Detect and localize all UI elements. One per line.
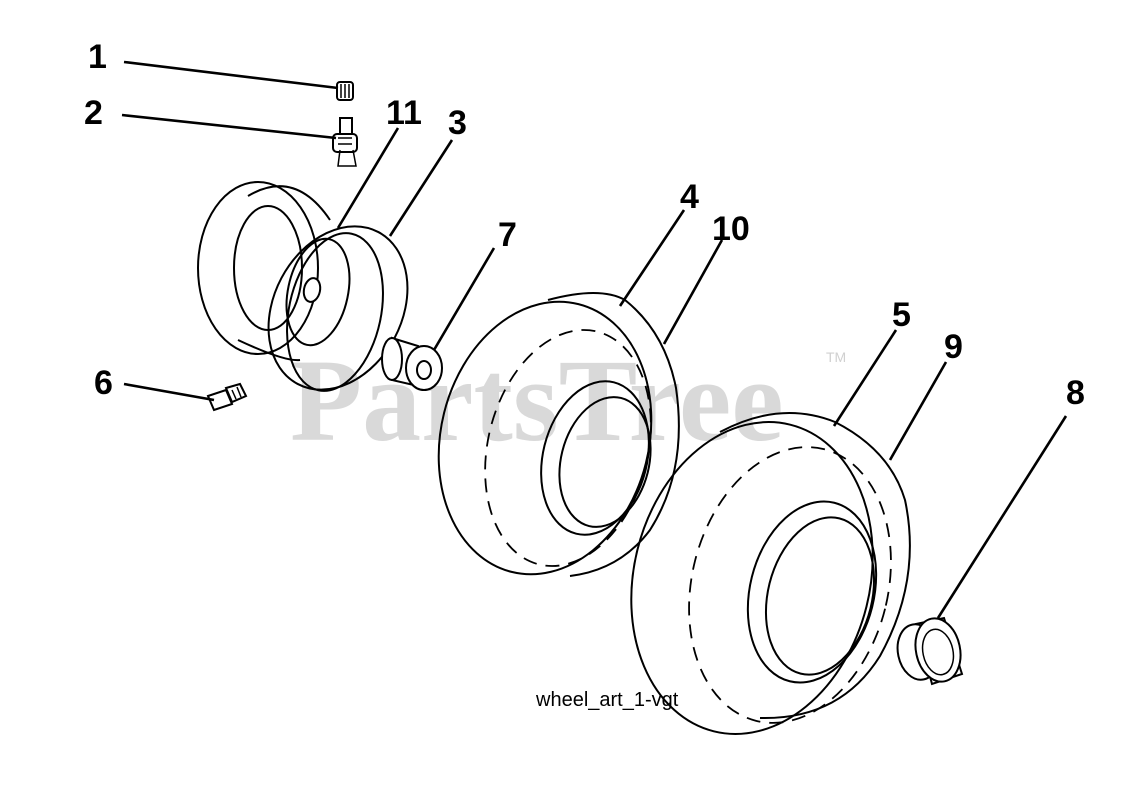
part-bushing[interactable] xyxy=(381,336,443,391)
watermark-trademark: TM xyxy=(826,349,846,365)
callout-5[interactable]: 5 xyxy=(892,296,911,334)
leader-lines xyxy=(121,60,1068,619)
leader-10 xyxy=(662,239,724,345)
callout-6[interactable]: 6 xyxy=(94,364,113,402)
diagram-caption: wheel_art_1-vgt xyxy=(535,689,679,711)
leader-2 xyxy=(121,113,337,140)
part-front-tire[interactable] xyxy=(411,279,680,597)
callout-11[interactable]: 11 xyxy=(386,94,422,132)
part-valve-stem[interactable] xyxy=(332,117,358,167)
leader-1 xyxy=(123,60,339,90)
leader-5 xyxy=(832,329,898,427)
leader-11 xyxy=(336,127,400,229)
callout-8[interactable]: 8 xyxy=(1066,374,1085,412)
callout-labels: 1 2 11 3 4 10 7 5 9 8 6 xyxy=(84,38,1085,412)
part-rear-tire[interactable] xyxy=(599,396,919,760)
leader-3 xyxy=(388,139,454,237)
part-valve-cap[interactable] xyxy=(336,81,354,101)
callout-4[interactable]: 4 xyxy=(680,178,699,216)
callout-7[interactable]: 7 xyxy=(498,216,517,254)
leader-8 xyxy=(936,415,1068,619)
watermark-text: PartsTree xyxy=(290,335,784,466)
part-hub-cap[interactable] xyxy=(893,614,967,686)
callout-10[interactable]: 10 xyxy=(712,210,750,248)
part-grease-fitting[interactable] xyxy=(206,382,248,412)
leader-7 xyxy=(432,247,496,351)
callout-3[interactable]: 3 xyxy=(448,104,467,142)
leader-6 xyxy=(123,382,215,402)
callout-1[interactable]: 1 xyxy=(88,38,107,76)
leader-4 xyxy=(618,209,686,307)
leader-9 xyxy=(888,361,948,461)
callout-9[interactable]: 9 xyxy=(944,328,963,366)
callout-2[interactable]: 2 xyxy=(84,94,103,132)
